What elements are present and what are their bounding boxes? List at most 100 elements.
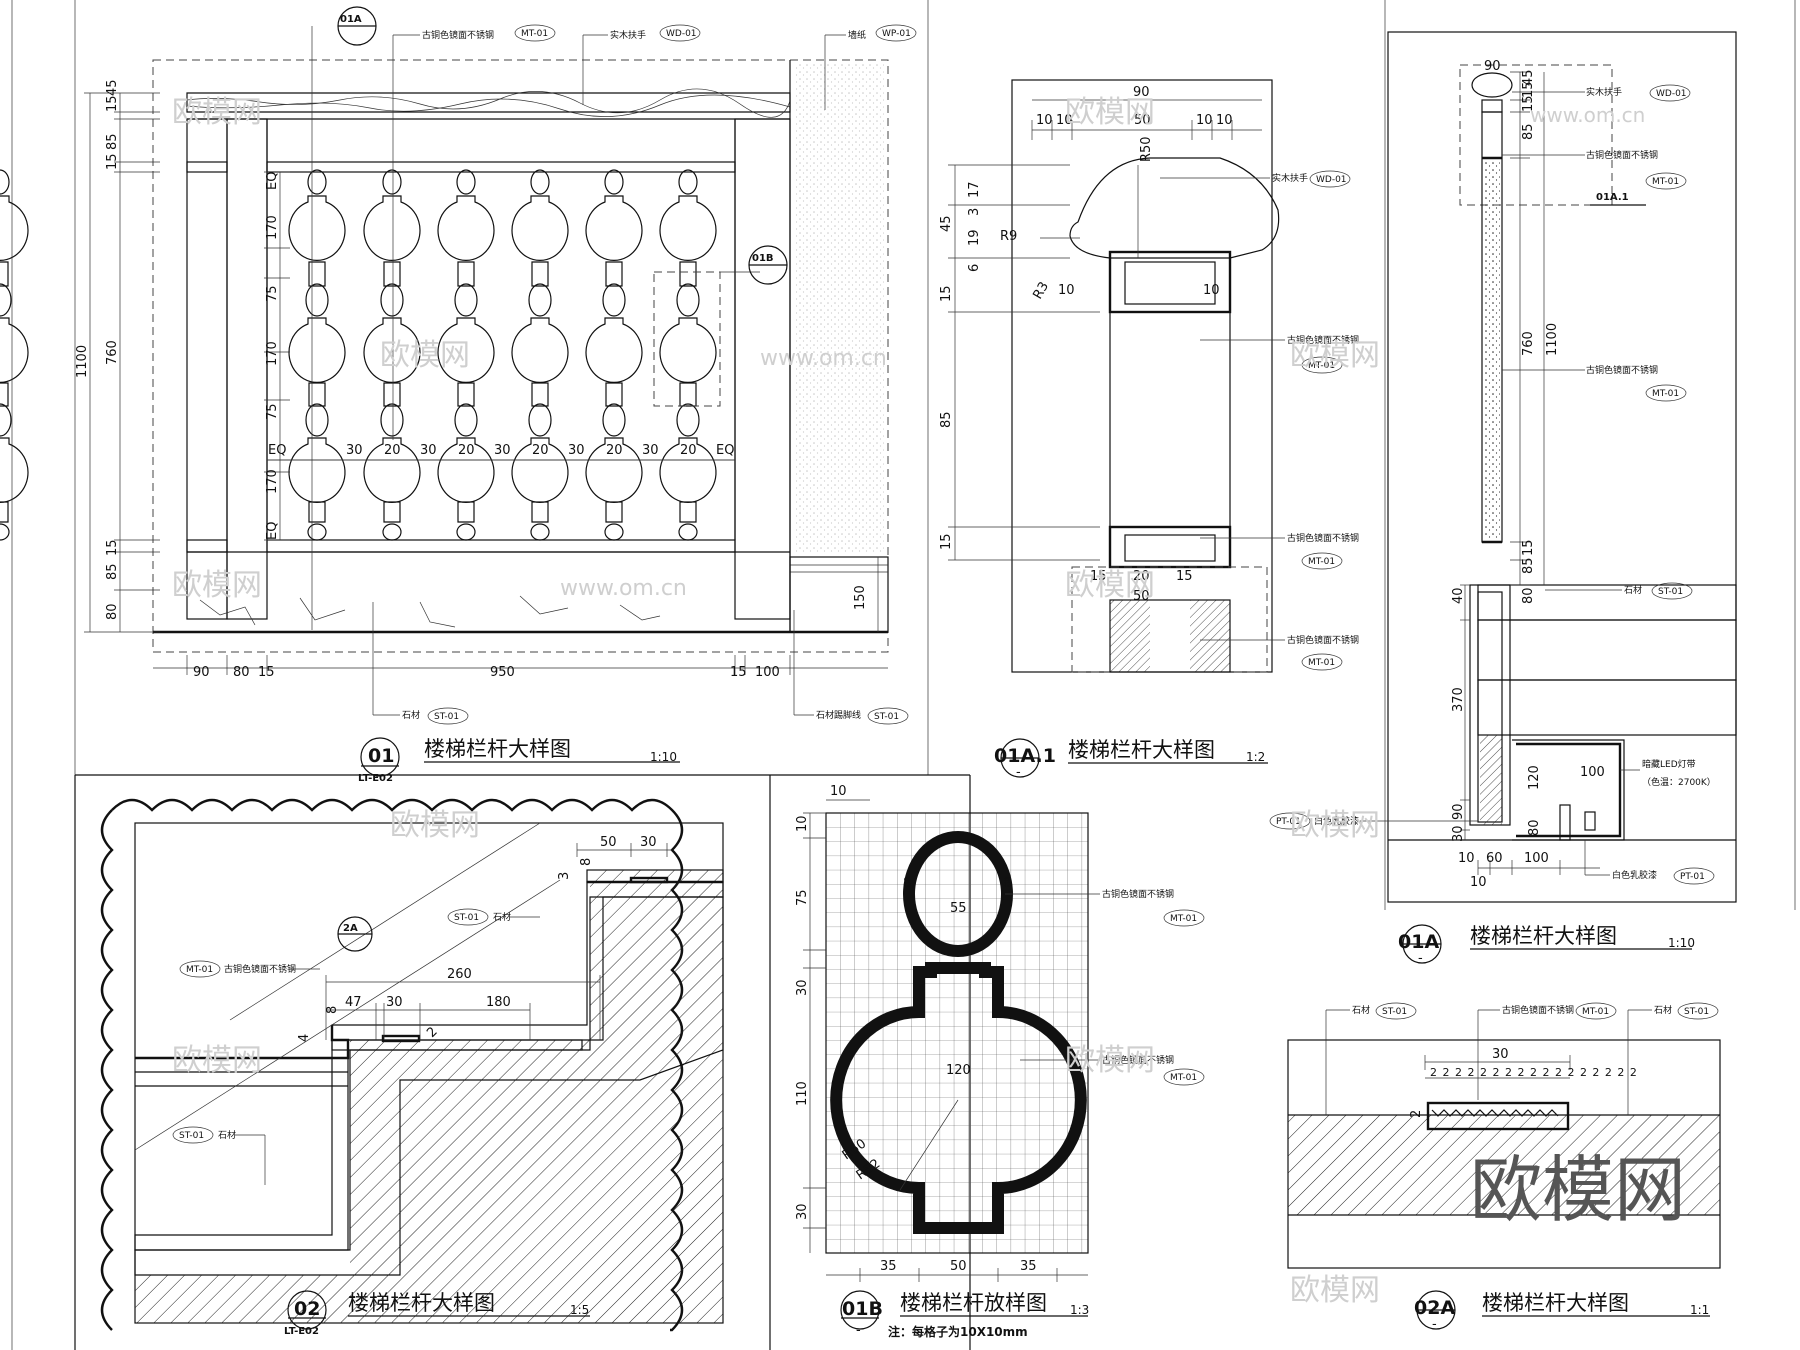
wp-note: 墙纸 (848, 29, 866, 41)
dim: 170 (265, 469, 280, 494)
dim: 19 (967, 229, 982, 246)
dim: EQ (265, 522, 280, 540)
view-scale: 1:3 (1070, 1303, 1089, 1317)
sheet-id: - (856, 1323, 861, 1338)
view-id: 01B (842, 1298, 883, 1320)
dim: 15 (258, 665, 275, 680)
dim: 10 (830, 784, 847, 799)
pt-note: 白色乳胶漆 (1612, 869, 1657, 881)
view-scale: 1:2 (1246, 750, 1265, 764)
view-id: 01A.1 (994, 745, 1056, 767)
dim: 30 (795, 1203, 810, 1220)
dim: 90 (1133, 85, 1150, 100)
dim: 35 (880, 1259, 897, 1274)
led-note: 暗藏LED灯带 (1642, 758, 1696, 770)
dim: 15 (1090, 569, 1107, 584)
mt-note: 古铜色镜面不锈钢 (1586, 149, 1658, 161)
dim: 90 (193, 665, 210, 680)
mt-tag: MT-01 (1308, 557, 1335, 567)
view-id: 02A (1414, 1297, 1455, 1319)
mt-note: 古铜色镜面不锈钢 (224, 963, 296, 975)
view-01a1-section: 90 10 10 50 10 10 R50 R9 R3 17 3 19 6 45… (939, 79, 1359, 780)
st-tag: ST-01 (434, 712, 459, 722)
dim: 10 (795, 815, 810, 832)
dim: 10 (1058, 283, 1075, 298)
dim: 90 (1451, 803, 1466, 820)
dim: 3 (967, 208, 982, 216)
watermark-text: 欧模网 (1065, 1043, 1155, 1078)
dim: 30 (346, 443, 363, 458)
mt-note: 古铜色镜面不锈钢 (1102, 888, 1174, 900)
dim: 170 (265, 341, 280, 366)
wd-note: 实木扶手 (1586, 86, 1622, 98)
dim: 2 (1409, 1110, 1424, 1118)
v01a1-material-notes: 实木扶手 WD-01 古铜色镜面不锈钢 MT-01 古铜色镜面不锈钢 MT-01… (1160, 170, 1359, 671)
st-note: 石材 (1352, 1004, 1370, 1016)
dim: 85 (939, 411, 954, 428)
dim: 1100 (1545, 323, 1560, 356)
dim: 15 (1521, 95, 1536, 112)
v02-material-notes: ST-01 石材 MT-01 古铜色镜面不锈钢 ST-01 石材 (172, 908, 540, 1185)
v01a-dims: 90 15 45 15 85 760 1100 15 85 80 40 370 … (1451, 59, 1605, 890)
dim: 760 (1521, 331, 1536, 356)
dim: 10 (1470, 875, 1487, 890)
grid-note: 注：每格子为10X10mm (888, 1324, 1028, 1339)
v02a-dims: 30 2 2 2 2 2 2 2 2 2 2 2 2 2 2 2 2 2 2 (1409, 1047, 1637, 1118)
view-title: 楼梯栏杆大样图 (424, 737, 571, 761)
mt-tag: MT-01 (1308, 361, 1335, 371)
dim: 170 (265, 215, 280, 240)
wd-tag: WD-01 (666, 29, 697, 39)
st-note: 石材 (493, 911, 511, 923)
dim: R50 (1139, 136, 1154, 162)
mt-note: 古铜色镜面不锈钢 (1287, 634, 1359, 646)
view-01-elevation: 15 45 15 85 15 85 80 1100 760 EQ 170 75 … (0, 6, 917, 784)
dim: 30 (568, 443, 585, 458)
dim: 45 (939, 215, 954, 232)
view-id: 02 (294, 1298, 320, 1320)
view-scale: 1:1 (1690, 1303, 1709, 1317)
view-title: 楼梯栏杆大样图 (1068, 738, 1215, 762)
callout-01a1: 01A.1 (1590, 192, 1646, 206)
mt-tag: MT-01 (1170, 914, 1197, 924)
led-color: （色温：2700K） (1642, 776, 1716, 788)
st-kick-note: 石材踢脚线 (816, 709, 861, 721)
dim: 85 (1521, 557, 1536, 574)
dim: 10 (1036, 113, 1053, 128)
watermark-text: 欧模网 (1290, 338, 1380, 373)
callout-label: 01B (752, 253, 774, 264)
v01a1-dims: 90 10 10 50 10 10 R50 R9 R3 17 3 19 6 45… (939, 85, 1233, 604)
dim: 10 (1203, 283, 1220, 298)
dim: 17 (967, 181, 982, 198)
st-note: 石材 (1654, 1004, 1672, 1016)
dim: 2 (424, 1024, 440, 1040)
wd-tag: WD-01 (1656, 89, 1687, 99)
dim: 45 (1521, 69, 1536, 86)
view-scale: 1:5 (570, 1303, 589, 1317)
dim: 30 (494, 443, 511, 458)
watermark-text: 欧模网 (380, 338, 470, 373)
v01-material-notes: 古铜色镜面不锈钢 MT-01 实木扶手 WD-01 墙纸 WP-01 石材 ST… (372, 24, 917, 725)
dim: R9 (1000, 229, 1017, 244)
dim: 6 (967, 264, 982, 272)
dim: 30 (795, 979, 810, 996)
st-note: 石材 (1624, 584, 1642, 596)
mt-note: 古铜色镜面不锈钢 (422, 29, 494, 41)
view-02a-title: 02A - 楼梯栏杆大样图 1:1 (1414, 1290, 1710, 1332)
callout-label: 2A (343, 923, 358, 934)
v01-bottom-dims: 90 80 15 950 15 100 (193, 665, 780, 680)
view-title: 楼梯栏杆大样图 (1482, 1291, 1629, 1315)
dim: 30 (420, 443, 437, 458)
dim: 120 (946, 1063, 971, 1078)
dim: 8 (579, 858, 594, 866)
dim: 150 (853, 585, 868, 610)
v01a-material-notes: 实木扶手 WD-01 古铜色镜面不锈钢 MT-01 古铜色镜面不锈钢 MT-01… (1269, 84, 1716, 885)
dim: 10 (1216, 113, 1233, 128)
dim: 15 (105, 95, 120, 112)
dim: 8 (325, 1006, 340, 1014)
dim: 10 (1458, 851, 1475, 866)
dim: 4 (297, 1034, 312, 1042)
mt-note: 古铜色镜面不锈钢 (1287, 532, 1359, 544)
dim: EQ (716, 443, 734, 458)
mt-tag: MT-01 (521, 29, 548, 39)
